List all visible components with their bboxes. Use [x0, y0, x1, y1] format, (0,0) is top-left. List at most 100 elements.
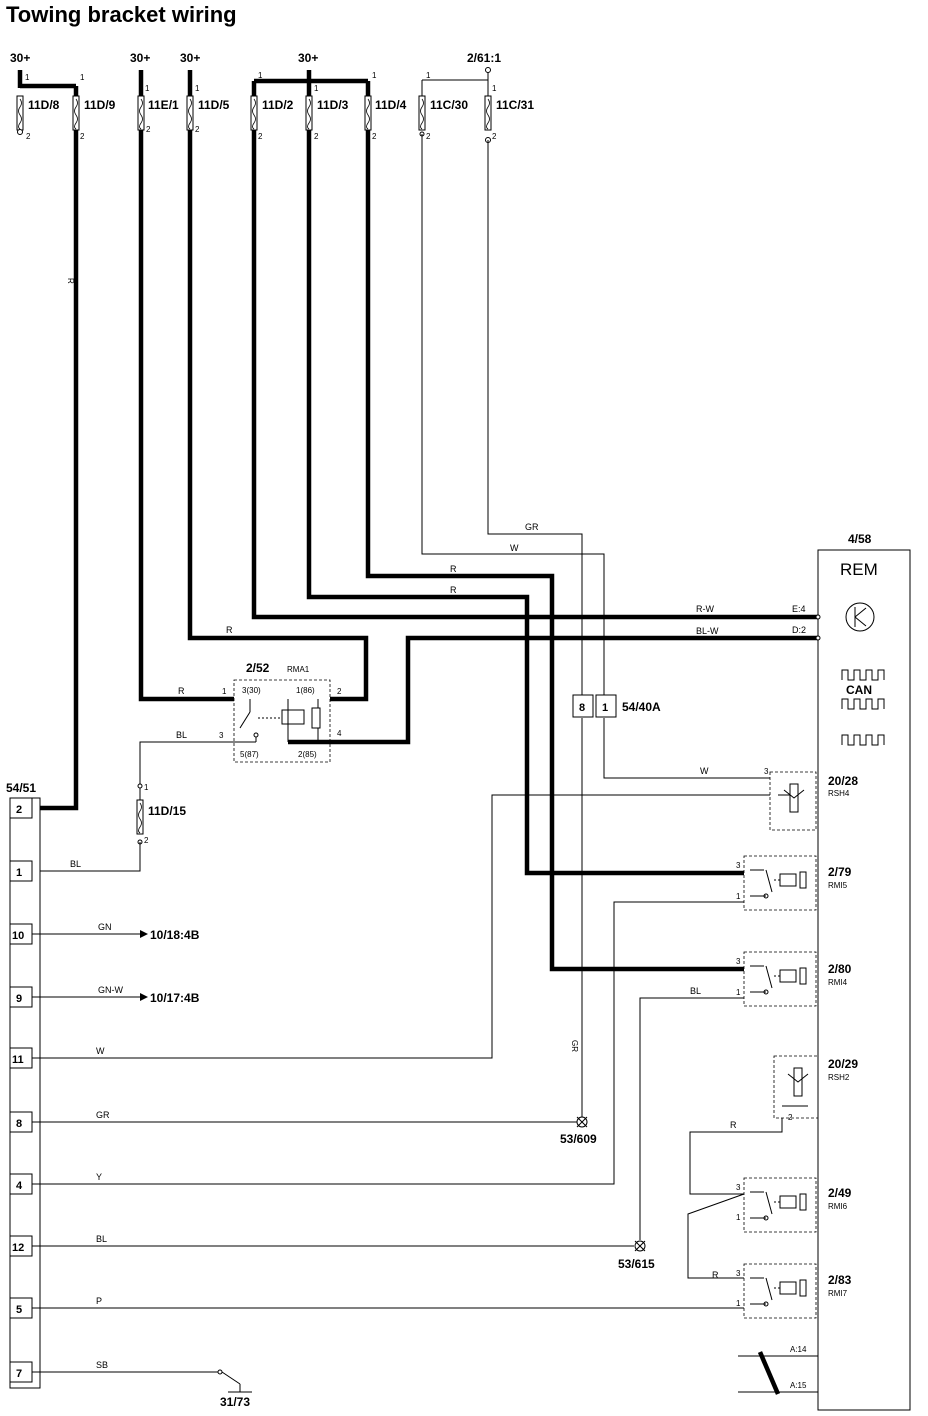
wire-bl-w	[288, 635, 818, 745]
svg-text:3(30): 3(30)	[242, 686, 261, 695]
ground-label: 53/609	[560, 1132, 597, 1146]
svg-text:RSH2: RSH2	[828, 1073, 850, 1082]
svg-text:W: W	[510, 543, 519, 553]
relay-icon	[743, 1177, 817, 1233]
can-label: CAN	[846, 683, 872, 697]
ground-label: 53/615	[618, 1257, 655, 1271]
svg-text:4: 4	[337, 729, 342, 738]
connector-pins	[9, 797, 33, 1383]
svg-text:R: R	[450, 564, 457, 574]
svg-text:1: 1	[222, 687, 227, 696]
fuse-label: 11E/1	[148, 98, 179, 112]
svg-text:RMI7: RMI7	[828, 1289, 848, 1298]
module-label: 2/83	[828, 1273, 852, 1287]
wire-bl	[139, 741, 234, 800]
svg-text:4: 4	[16, 1180, 23, 1192]
fuse-icon	[136, 799, 144, 835]
rem-module	[817, 549, 911, 1411]
svg-text:1: 1	[736, 892, 741, 901]
supply-label: 30+	[10, 51, 30, 65]
supply-label: 30+	[130, 51, 150, 65]
svg-text:1(86): 1(86)	[296, 686, 315, 695]
fuse-icon	[16, 95, 24, 131]
supply-label: 2/61:1	[467, 51, 501, 65]
svg-text:W: W	[700, 766, 709, 776]
svg-text:1: 1	[195, 84, 200, 93]
svg-text:7: 7	[16, 1368, 22, 1380]
svg-text:3: 3	[736, 861, 741, 870]
page-title: Towing bracket wiring	[6, 2, 237, 27]
svg-text:1: 1	[426, 71, 431, 80]
svg-text:P: P	[96, 1296, 102, 1306]
svg-text:1: 1	[80, 73, 85, 82]
svg-text:SB: SB	[96, 1360, 108, 1370]
svg-text:9: 9	[16, 993, 22, 1005]
fuse-label: 11D/8	[28, 98, 60, 112]
svg-text:R: R	[226, 625, 233, 635]
svg-text:RMI5: RMI5	[828, 881, 848, 890]
wire-r-fuse-11e1	[138, 130, 234, 702]
svg-text:2(85): 2(85)	[298, 750, 317, 759]
svg-text:1: 1	[25, 73, 30, 82]
resistor-icon	[782, 1067, 809, 1107]
svg-text:1: 1	[492, 84, 497, 93]
twisted-pair	[757, 1351, 781, 1395]
svg-text:11: 11	[12, 1054, 24, 1066]
svg-text:2: 2	[16, 804, 22, 816]
svg-text:BL: BL	[96, 1234, 107, 1244]
svg-text:R: R	[730, 1120, 737, 1130]
fuse-label: 11D/2	[262, 98, 294, 112]
connector-label: 54/40A	[622, 700, 661, 714]
svg-text:BL: BL	[70, 859, 81, 869]
connector-pin	[572, 694, 594, 718]
ground-switch-icon	[217, 1369, 252, 1393]
wire-r-w	[251, 130, 818, 620]
svg-text:BL: BL	[690, 986, 701, 996]
fuse-label: 11D/3	[317, 98, 349, 112]
arrow-icon	[140, 993, 148, 1001]
wire-r-fuse-11d9	[40, 130, 79, 811]
svg-text:GR: GR	[570, 1040, 579, 1052]
connector-pin	[595, 694, 617, 718]
svg-text:2: 2	[788, 1113, 793, 1122]
resistor-icon	[778, 783, 805, 813]
fuse-icon	[250, 95, 258, 131]
ground-icon	[634, 1240, 646, 1252]
relay-icon	[743, 855, 817, 911]
svg-text:D:2: D:2	[792, 625, 806, 635]
fuse-icon	[364, 95, 372, 131]
svg-text:3: 3	[219, 731, 224, 740]
svg-text:1: 1	[258, 71, 263, 80]
svg-text:BL: BL	[176, 730, 187, 740]
svg-text:1: 1	[736, 1213, 741, 1222]
svg-text:2: 2	[144, 836, 149, 845]
svg-text:1: 1	[314, 84, 319, 93]
svg-text:2: 2	[372, 132, 377, 141]
fuse-icon	[186, 95, 194, 131]
module-label: 2/79	[828, 865, 852, 879]
wire-w	[603, 718, 770, 779]
svg-text:1: 1	[145, 84, 150, 93]
svg-text:2: 2	[492, 132, 497, 141]
wire-r-fuse-11d4	[365, 130, 744, 972]
svg-text:2: 2	[314, 132, 319, 141]
svg-text:8: 8	[579, 702, 585, 714]
svg-text:3: 3	[736, 1269, 741, 1278]
connector-54-51	[9, 797, 41, 1389]
svg-text:2: 2	[146, 125, 151, 134]
terminal	[17, 129, 23, 135]
svg-text:8: 8	[16, 1118, 22, 1130]
arrow-icon	[140, 930, 148, 938]
svg-text:GR: GR	[96, 1110, 110, 1120]
svg-text:W: W	[96, 1046, 105, 1056]
svg-text:10: 10	[12, 930, 24, 942]
svg-text:R: R	[66, 278, 75, 284]
svg-text:R: R	[712, 1270, 719, 1280]
fuse-label: 11D/15	[148, 804, 186, 818]
svg-text:3: 3	[764, 767, 769, 776]
sensor-module	[769, 771, 817, 831]
svg-text:A:15: A:15	[790, 1381, 807, 1390]
output-label: 10/17:4B	[150, 991, 200, 1005]
module-label: 20/29	[828, 1057, 858, 1071]
